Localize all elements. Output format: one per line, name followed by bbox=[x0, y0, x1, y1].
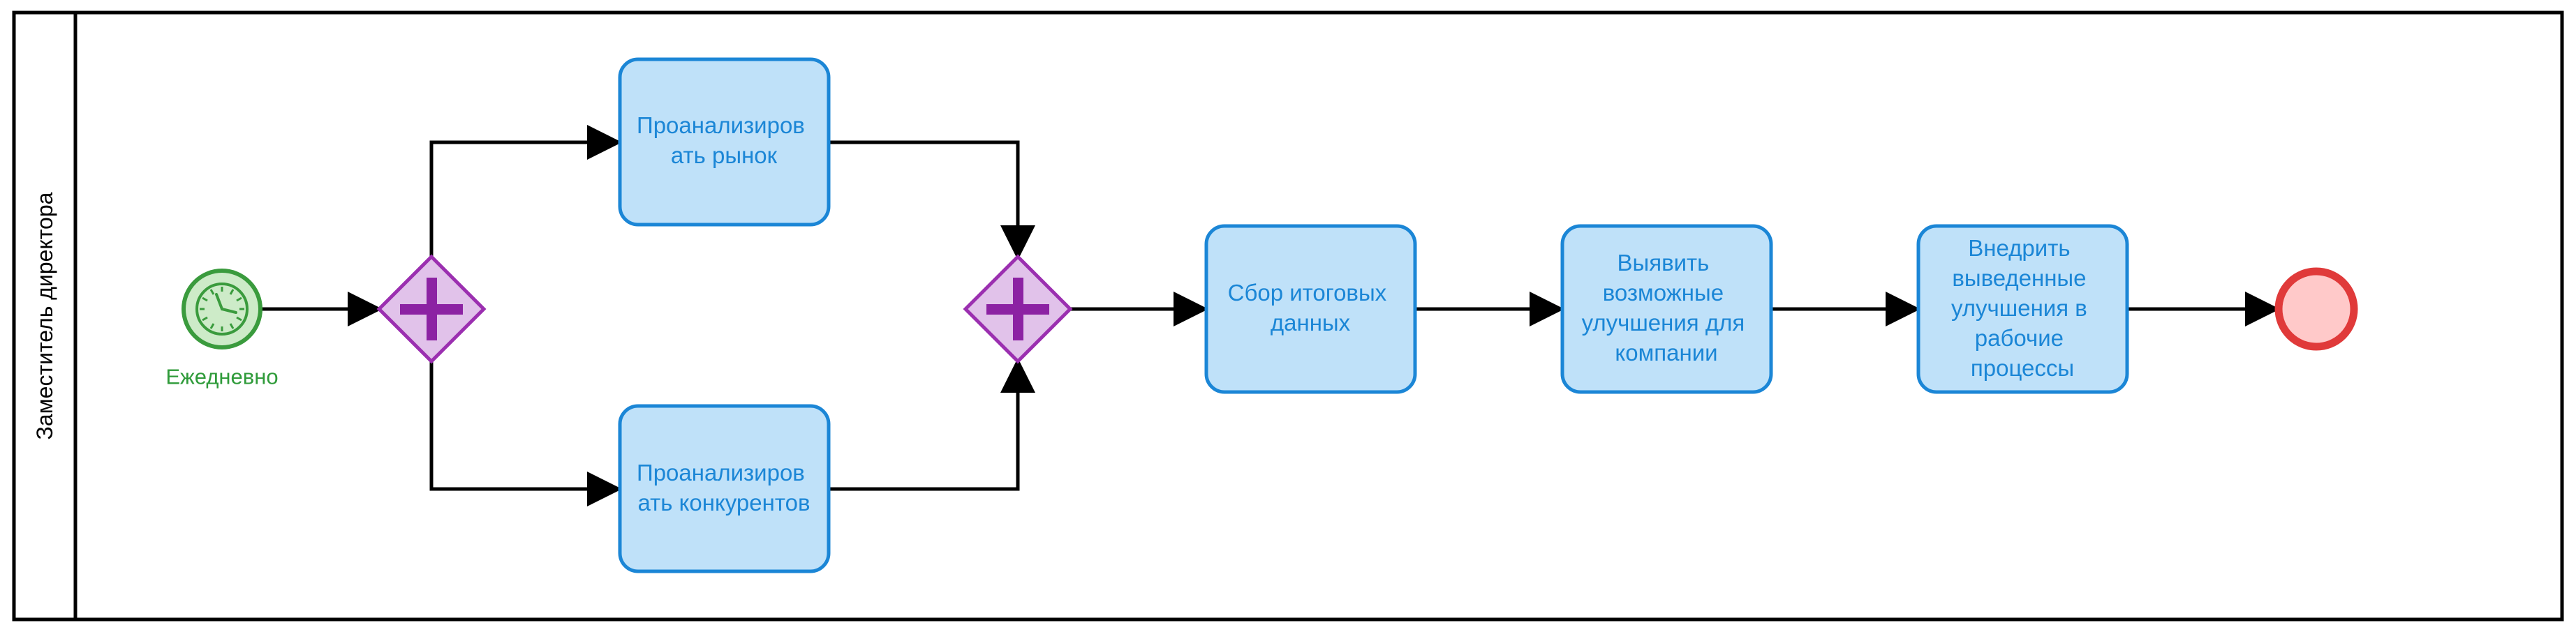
task-box bbox=[618, 404, 831, 573]
task-label-line: данных bbox=[1271, 310, 1351, 336]
flow-analyze-market-to-join bbox=[830, 140, 1035, 260]
start-timer-event[interactable] bbox=[182, 269, 262, 349]
task-label-line: Проанализиров bbox=[637, 460, 805, 486]
flow-analyze-competitors-to-join bbox=[830, 358, 1035, 491]
sequence-flows bbox=[262, 125, 2280, 506]
parallel-split-gateway[interactable] bbox=[376, 254, 487, 364]
task-analyze-market[interactable]: Проанализиров ать рынок bbox=[618, 57, 831, 227]
clock-icon bbox=[195, 283, 249, 336]
task-analyze-competitors[interactable]: Проанализиров ать конкурентов bbox=[618, 404, 831, 573]
task-box bbox=[1916, 224, 2129, 394]
task-label-line: компании bbox=[1615, 340, 1717, 366]
task-box bbox=[1204, 224, 1417, 394]
lane-label: Заместитель директора bbox=[32, 192, 57, 439]
task-label-line: Сбор итоговых bbox=[1228, 280, 1387, 306]
task-label-line: улучшения для bbox=[1582, 310, 1745, 336]
task-box bbox=[1560, 224, 1773, 394]
task-label-line: Выявить bbox=[1617, 250, 1709, 276]
task-label-line: ать конкурентов bbox=[638, 490, 810, 516]
task-label: Сбор итоговых данных bbox=[1228, 280, 1393, 336]
end-event-circle bbox=[2274, 267, 2358, 351]
task-label-line: ать рынок bbox=[671, 142, 778, 168]
plus-icon bbox=[986, 278, 1049, 340]
task-collect-final-data[interactable]: Сбор итоговых данных bbox=[1204, 224, 1417, 394]
start-event-label: Ежедневно bbox=[165, 365, 278, 389]
flow-split-to-analyze-competitors bbox=[429, 361, 622, 506]
task-label: Проанализиров ать рынок bbox=[637, 112, 811, 168]
task-label-line: улучшения в bbox=[1951, 295, 2087, 321]
plus-icon bbox=[400, 278, 463, 340]
task-label: Внедрить выведенные улучшения в рабочие … bbox=[1951, 235, 2094, 381]
task-label: Проанализиров ать конкурентов bbox=[637, 460, 811, 516]
task-label-line: возможные bbox=[1603, 280, 1724, 306]
task-identify-improvements[interactable]: Выявить возможные улучшения для компании bbox=[1560, 224, 1773, 394]
task-label-line: Проанализиров bbox=[637, 112, 805, 138]
flow-split-to-analyze-market bbox=[429, 125, 622, 257]
task-label-line: процессы bbox=[1971, 355, 2074, 381]
parallel-join-gateway[interactable] bbox=[963, 254, 1073, 364]
task-label-line: Внедрить bbox=[1968, 235, 2070, 261]
task-label-line: выведенные bbox=[1952, 265, 2086, 291]
end-event[interactable] bbox=[2274, 267, 2358, 351]
task-label-line: рабочие bbox=[1975, 325, 2064, 351]
task-implement-improvements[interactable]: Внедрить выведенные улучшения в рабочие … bbox=[1916, 224, 2129, 394]
task-box bbox=[618, 57, 831, 227]
task-label: Выявить возможные улучшения для компании bbox=[1582, 250, 1752, 366]
